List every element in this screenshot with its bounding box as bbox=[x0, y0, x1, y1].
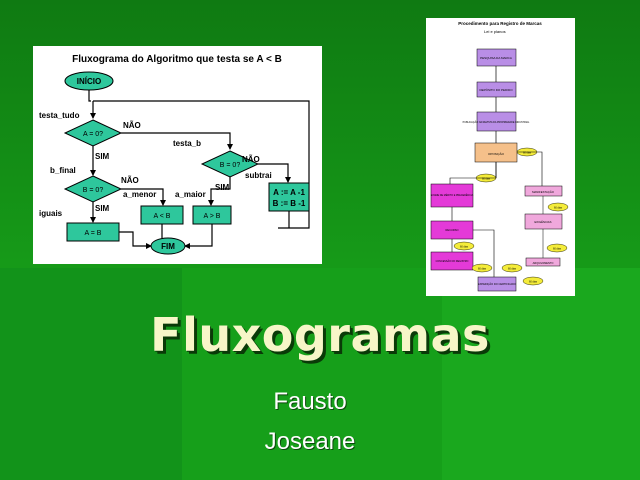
badge-6-label: 60 dias bbox=[508, 268, 517, 271]
decision-a-zero-label: A = 0? bbox=[83, 131, 103, 138]
label-testa-tudo: testa_tudo bbox=[39, 111, 80, 120]
step-pesquisa-label: PESQUISA DA MARCA bbox=[480, 56, 512, 60]
badge-7 bbox=[522, 276, 544, 286]
step-expedicao bbox=[477, 276, 517, 292]
box-subtrai bbox=[268, 182, 310, 212]
badge-8-label: 60 dias bbox=[553, 248, 562, 251]
box-a-decrement: A := A -1 bbox=[273, 188, 305, 197]
author-1: Fausto bbox=[273, 388, 347, 415]
badge-4 bbox=[453, 241, 475, 251]
step-concessao-label: CONCESSÃO DO REGISTRO bbox=[436, 260, 469, 263]
step-manifestacao-label: MANIFESTAÇÃO bbox=[532, 189, 555, 194]
step-recurso-label: RECURSO bbox=[446, 228, 459, 232]
end-label: FIM bbox=[161, 242, 175, 251]
step-arquivamento bbox=[525, 257, 561, 267]
box-b-decrement: B := B -1 bbox=[273, 199, 306, 208]
badge-4-label: 60 dias bbox=[460, 246, 469, 249]
left-flowchart-image: Fluxograma do Algoritmo que testa se A <… bbox=[33, 46, 322, 264]
end-terminal bbox=[150, 237, 186, 255]
badge-7-label: 60 dias bbox=[529, 281, 538, 284]
label-testa-b: testa_b bbox=[173, 139, 201, 148]
step-exame-label: EXAME DE MÉRITO E PRECEDÊNCIA bbox=[431, 194, 474, 197]
badge-2-label: 60 dias bbox=[482, 178, 491, 181]
branch-no-1: NÃO bbox=[123, 121, 141, 130]
right-flowchart-heading: Procedimento para Registro de Marcas bbox=[458, 21, 542, 26]
badge-1-label: 60 dias bbox=[523, 152, 532, 155]
left-flowchart-heading: Fluxograma do Algoritmo que testa se A <… bbox=[72, 54, 282, 65]
step-expedicao-label: EXPEDIÇÃO DO CERTIFICADO bbox=[478, 281, 516, 286]
label-a-menor: a_menor bbox=[123, 190, 156, 199]
badge-3-label: 60 dias bbox=[554, 207, 563, 210]
box-a-equals-b-label: A = B bbox=[85, 230, 102, 237]
box-a-less-b-label: A < B bbox=[154, 213, 171, 220]
label-subtrai: subtrai bbox=[245, 171, 272, 180]
step-oposicao-label: OPOSIÇÃO bbox=[488, 151, 505, 156]
step-publicacao-label: PUBLICAÇÃO NA REVISTA DA PROPRIEDADE IND… bbox=[463, 121, 530, 124]
badge-6 bbox=[501, 263, 523, 273]
decision-b-zero-left-label: B = 0? bbox=[83, 187, 104, 194]
branch-yes-3: SIM bbox=[95, 204, 110, 213]
author-2: Joseane bbox=[264, 428, 356, 455]
branch-no-2: NÃO bbox=[242, 155, 260, 164]
branch-no-3: NÃO bbox=[121, 176, 139, 185]
slide-title: Fluxogramas bbox=[150, 308, 490, 362]
step-pesquisa bbox=[476, 48, 517, 67]
background-block-left bbox=[0, 268, 182, 480]
badge-3 bbox=[547, 202, 569, 212]
badge-8 bbox=[546, 243, 568, 253]
branch-yes-2: SIM bbox=[215, 183, 230, 192]
step-arquivamento-label: ARQUIVAMENTO bbox=[533, 261, 554, 265]
step-deposito bbox=[476, 81, 517, 98]
step-deposito-label: DEPÓSITO DO PEDIDO bbox=[479, 87, 513, 92]
right-flowchart-image: Procedimento para Registro de Marcas Lei… bbox=[426, 18, 575, 296]
label-a-maior: a_maior bbox=[175, 190, 206, 199]
badge-5-label: 60 dias bbox=[478, 268, 487, 271]
step-concessao bbox=[430, 251, 474, 271]
badge-5 bbox=[471, 263, 493, 273]
step-publicacao bbox=[476, 111, 517, 132]
label-b-final: b_final bbox=[50, 166, 76, 175]
start-label: INÍCIO bbox=[77, 77, 101, 86]
decision-b-zero-right-label: B = 0? bbox=[220, 162, 241, 169]
branch-yes-1: SIM bbox=[95, 152, 110, 161]
step-manifestacao bbox=[524, 185, 563, 197]
background-block-right bbox=[442, 268, 640, 480]
label-iguais: iguais bbox=[39, 209, 63, 218]
step-exigencias bbox=[524, 213, 563, 230]
right-flowchart-subheading: Lei e planos bbox=[484, 29, 506, 34]
box-a-greater-b-label: A > B bbox=[204, 213, 221, 220]
step-exigencias-label: EXIGÊNCIAS bbox=[534, 219, 551, 224]
background-block-middle bbox=[182, 268, 442, 480]
